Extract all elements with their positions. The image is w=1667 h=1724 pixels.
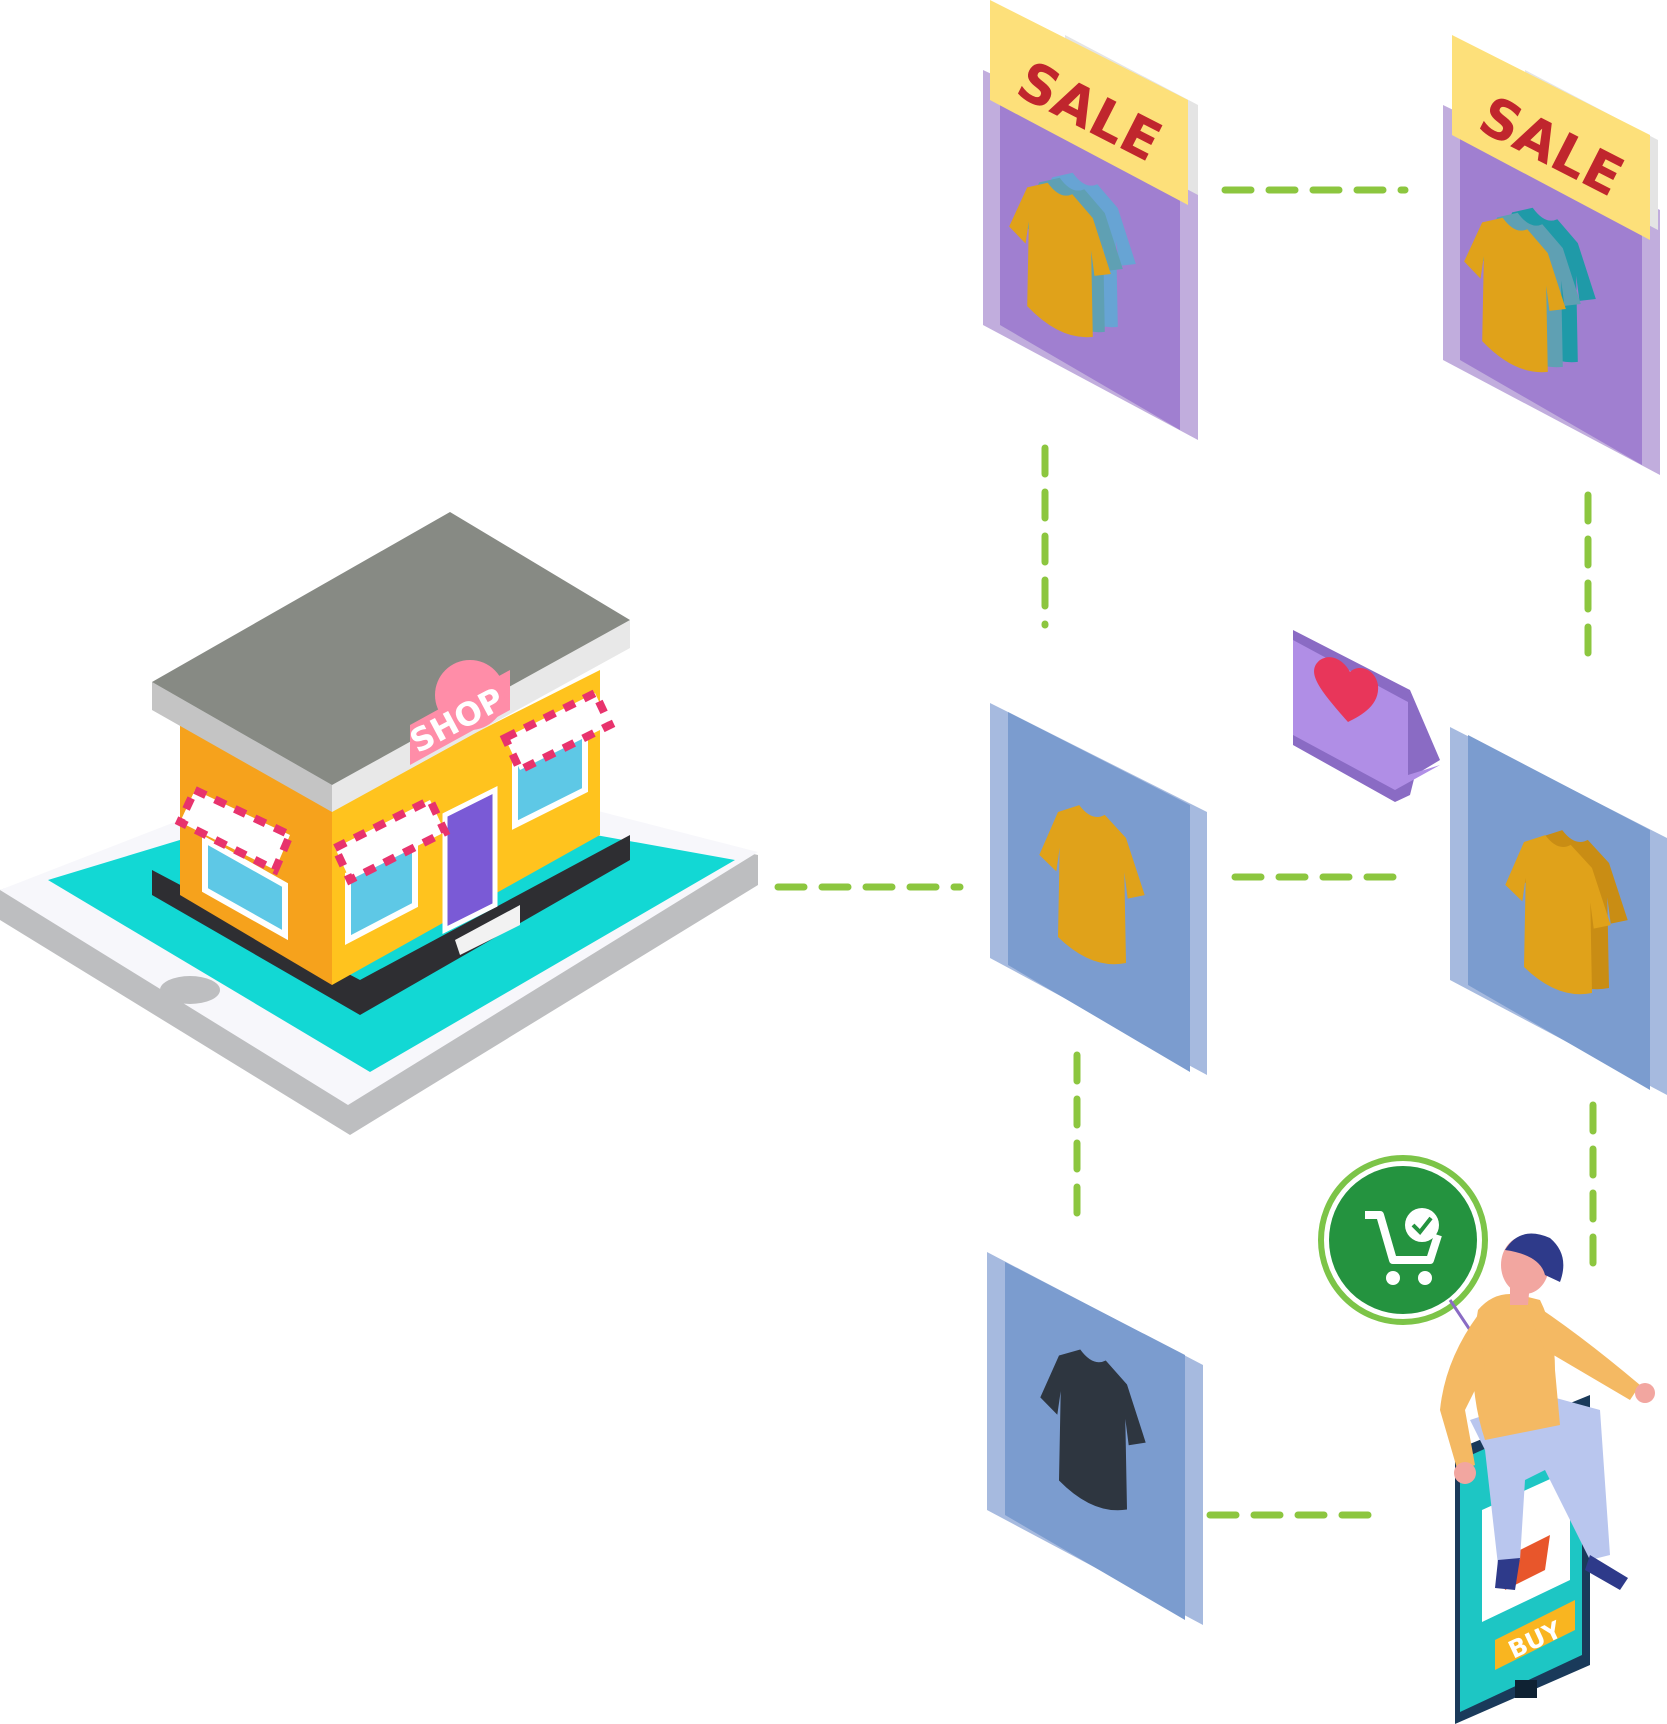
sale-card-2: SALE (1443, 35, 1660, 475)
cart-badge (1318, 1155, 1488, 1331)
shop-awnings (174, 687, 616, 886)
product-card-dark (987, 1252, 1203, 1625)
person-hair (1505, 1233, 1564, 1282)
heart-icon (1314, 657, 1379, 722)
shop-on-tablet: SHOP (0, 512, 758, 1135)
phone-home-button (1515, 1680, 1537, 1698)
shop-door (442, 785, 498, 935)
sale-card-1: SALE (983, 0, 1198, 440)
person (1440, 1233, 1655, 1590)
heart-bubble (1293, 630, 1440, 802)
shop-steps (455, 905, 520, 955)
cart-check-icon (1365, 1208, 1442, 1285)
product-card-1 (990, 703, 1207, 1075)
product-card-2 (1450, 727, 1667, 1095)
tablet-home-button (160, 976, 220, 1004)
connector-lines (774, 186, 1597, 1519)
shop-window-left (202, 834, 288, 941)
